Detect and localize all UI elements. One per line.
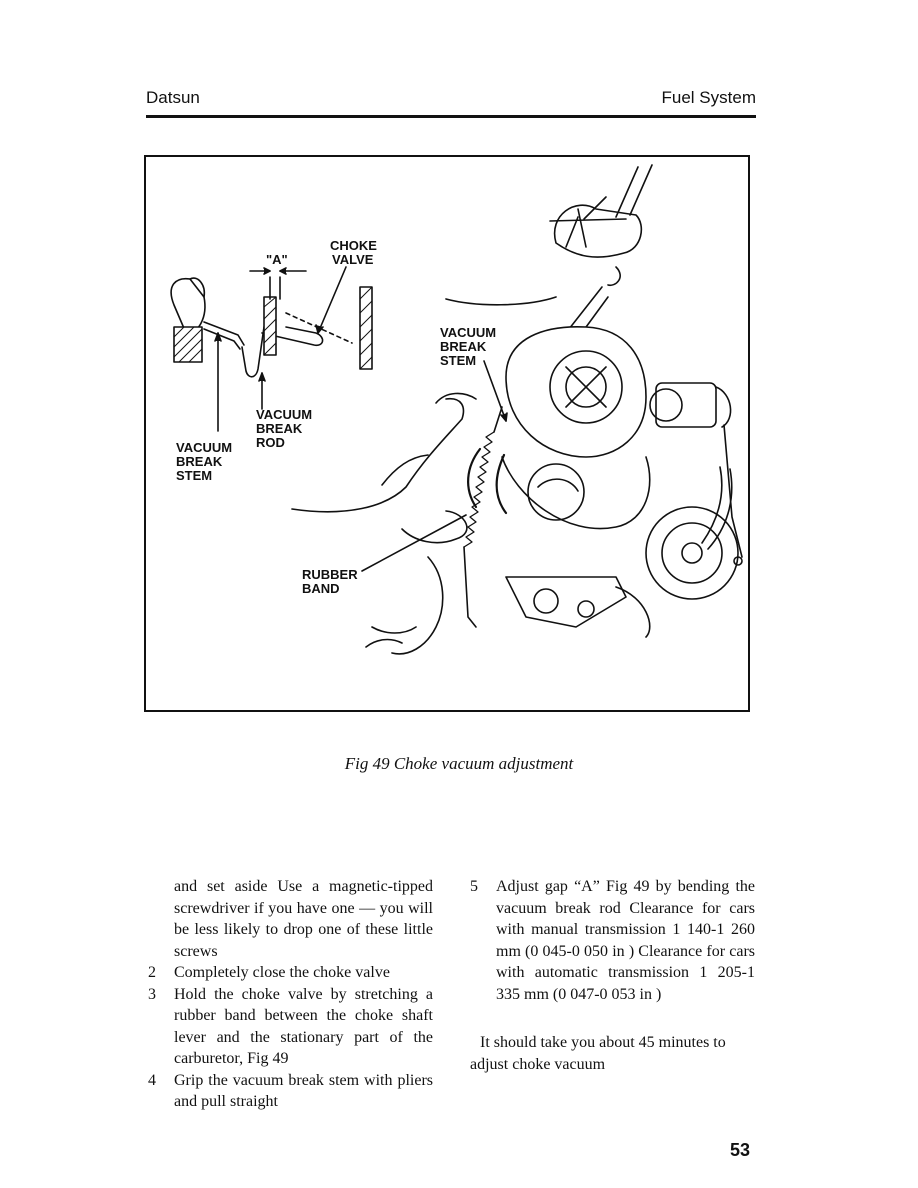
label-vb-rod-1: VACUUM xyxy=(256,407,312,422)
label-vb-stem-right-1: VACUUM xyxy=(440,325,496,340)
figure-caption: Fig 49 Choke vacuum adjustment xyxy=(344,754,574,773)
label-vb-stem-right-2: BREAK xyxy=(440,339,487,354)
label-valve: VALVE xyxy=(332,252,374,267)
step-4: 4 Grip the vacuum break stem with pliers … xyxy=(148,1070,433,1113)
label-vb-rod-2: BREAK xyxy=(256,421,303,436)
label-vb-stem-left-3: STEM xyxy=(176,468,212,483)
label-rubber: RUBBER xyxy=(302,567,358,582)
figure-labels: CHOKE VALVE "A" VACUUM BREAK ROD VACUUM … xyxy=(176,238,496,596)
running-header: Datsun Fuel System xyxy=(146,88,756,112)
label-vb-stem-left-2: BREAK xyxy=(176,454,223,469)
label-choke: CHOKE xyxy=(330,238,377,253)
label-vb-rod-3: ROD xyxy=(256,435,285,450)
step-number: 3 xyxy=(148,985,156,1003)
step-5: 5 Adjust gap “A” Fig 49 by bending the va… xyxy=(470,876,755,1005)
step-3: 3 Hold the choke valve by stretching a ru… xyxy=(148,984,433,1070)
header-brand: Datsun xyxy=(146,88,200,107)
paragraph-continued: and set aside Use a magnetic-tipped scre… xyxy=(174,878,433,960)
figure-49: CHOKE VALVE "A" VACUUM BREAK ROD VACUUM … xyxy=(144,155,750,712)
text-column-right: 5 Adjust gap “A” Fig 49 by bending the va… xyxy=(470,876,755,1075)
header-section: Fuel System xyxy=(661,88,756,107)
label-vb-stem-left-1: VACUUM xyxy=(176,440,232,455)
carburetor-drawing xyxy=(291,164,743,655)
step-text: Adjust gap “A” Fig 49 by bending the vac… xyxy=(496,878,755,1003)
step-text: Hold the choke valve by stretching a rub… xyxy=(174,985,433,1068)
step-number: 5 xyxy=(470,878,478,895)
step-number: 2 xyxy=(148,964,156,981)
text-column-left: and set aside Use a magnetic-tipped scre… xyxy=(148,876,433,1113)
label-gap-a: "A" xyxy=(266,252,288,267)
vacuum-break-inset xyxy=(170,266,373,432)
label-vb-stem-right-3: STEM xyxy=(440,353,476,368)
step-2: 2 Completely close the choke valve xyxy=(148,962,433,984)
step-text: Completely close the choke valve xyxy=(174,964,390,981)
step-text: Grip the vacuum break stem with pliers a… xyxy=(174,1071,433,1111)
carburetor-illustration: CHOKE VALVE "A" VACUUM BREAK ROD VACUUM … xyxy=(170,164,743,655)
step-number: 4 xyxy=(148,1071,156,1089)
page-number: 53 xyxy=(729,1140,750,1160)
closing-paragraph: It should take you about 45 minutes to a… xyxy=(470,1034,726,1073)
header-rule xyxy=(146,115,756,118)
label-band: BAND xyxy=(302,581,340,596)
